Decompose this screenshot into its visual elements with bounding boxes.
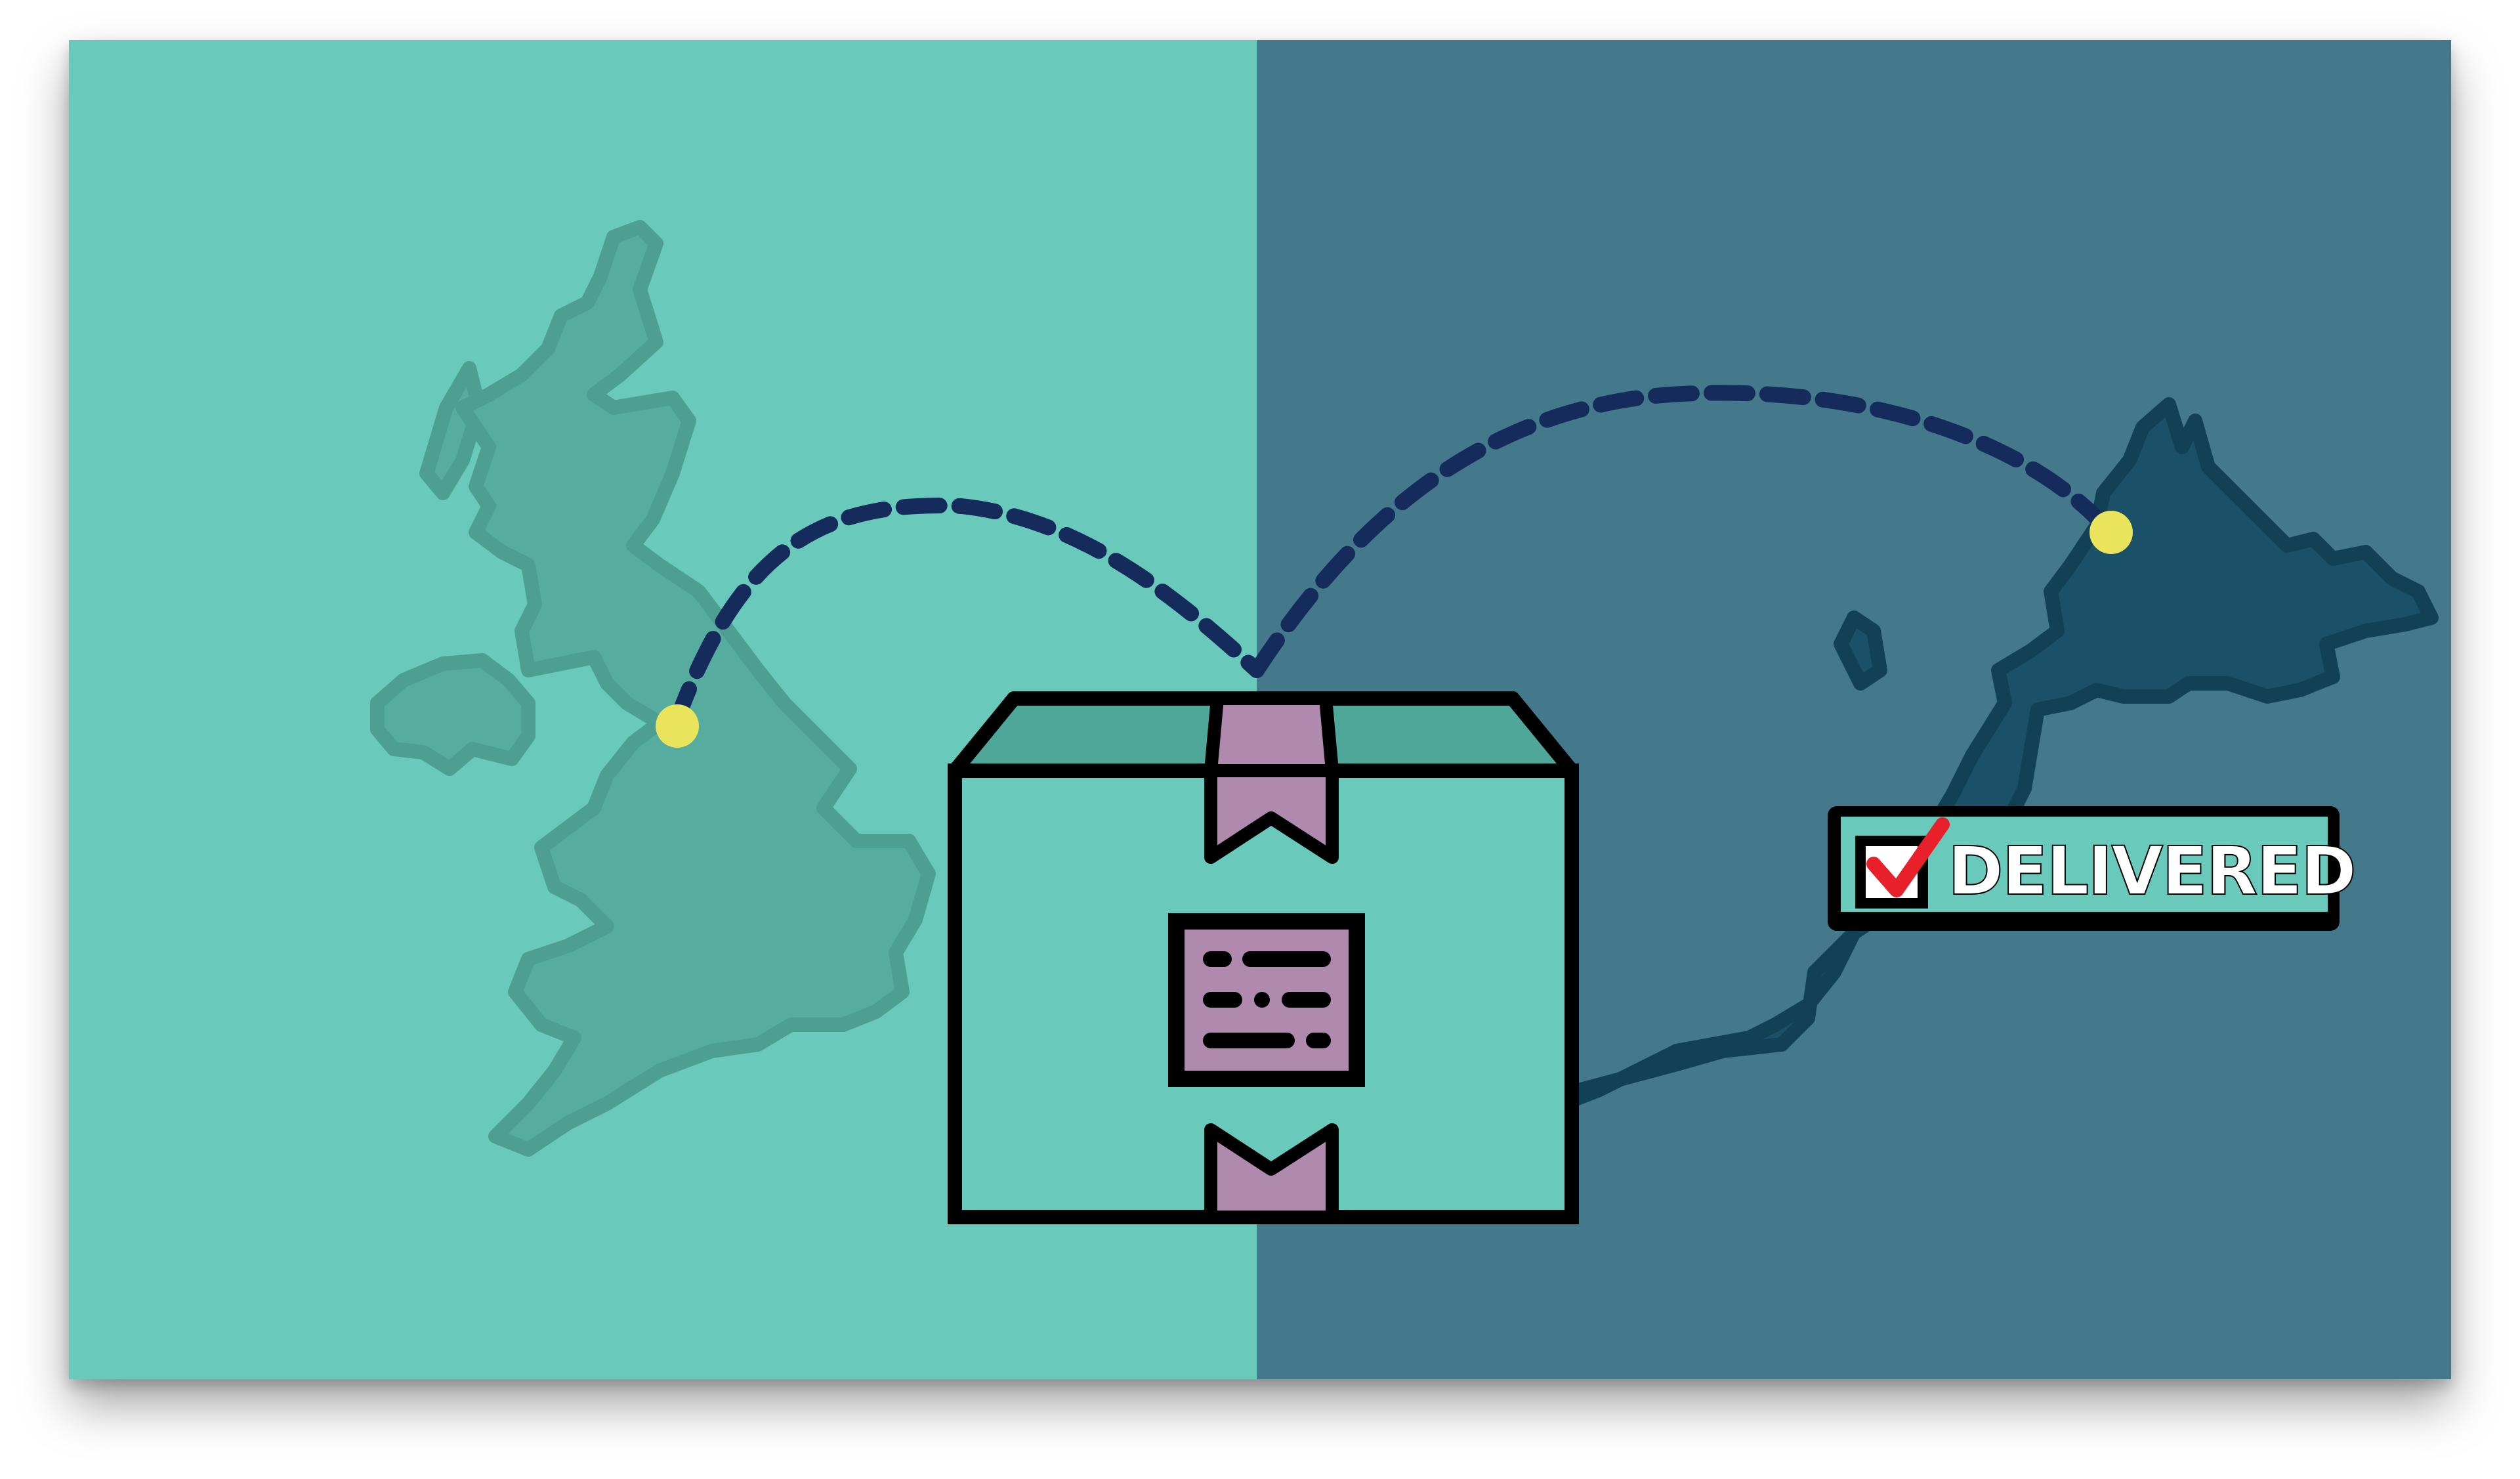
checkmark-icon bbox=[1866, 817, 1950, 897]
front-tape-top bbox=[1204, 764, 1339, 864]
route-arc-origin bbox=[668, 498, 1265, 731]
route-arc-destination bbox=[1249, 385, 2118, 678]
front-tape-bottom bbox=[1204, 1123, 1339, 1224]
status-badge-label: DELIVERED bbox=[1948, 832, 2355, 911]
status-badge: DELIVERED bbox=[1828, 806, 2357, 931]
shipping-route bbox=[668, 385, 2118, 731]
coast-inlet-shape bbox=[1834, 611, 1887, 691]
destination-marker bbox=[2090, 511, 2133, 554]
lid-tape bbox=[1204, 692, 1339, 777]
package-box-icon bbox=[948, 691, 1579, 1224]
ireland-shape bbox=[370, 653, 536, 776]
shipping-label-icon bbox=[1168, 913, 1365, 1087]
origin-marker bbox=[656, 704, 699, 748]
illustration-frame: DELIVERED bbox=[69, 40, 2451, 1379]
